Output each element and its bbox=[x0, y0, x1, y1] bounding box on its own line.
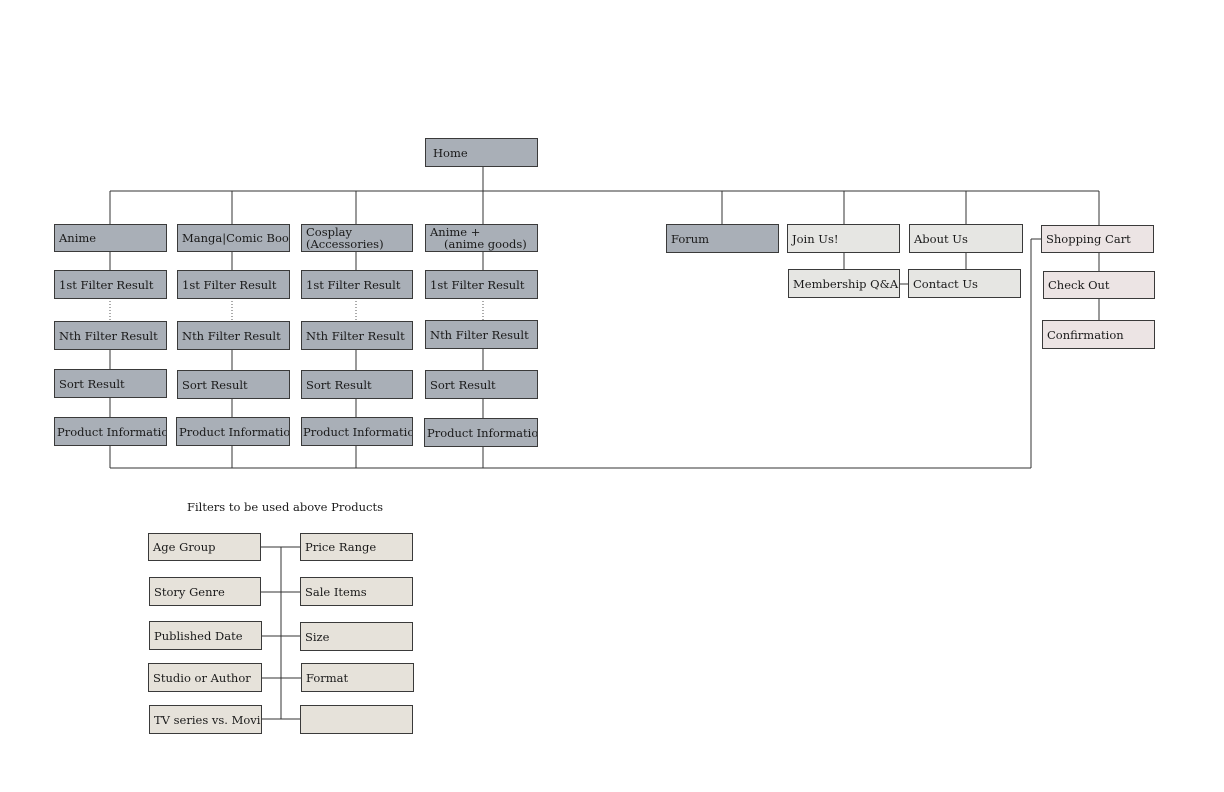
node-label: Product Information bbox=[427, 425, 538, 440]
shopping-cart-node[interactable]: Shopping Cart bbox=[1041, 225, 1154, 253]
node-label: Check Out bbox=[1048, 278, 1110, 292]
node-label-line2: (anime goods) bbox=[444, 237, 527, 251]
node-label: 1st Filter Result bbox=[59, 277, 154, 292]
filter-price-range[interactable]: Price Range bbox=[300, 533, 413, 561]
filter-label: Sale Items bbox=[305, 584, 367, 599]
node-label: Anime bbox=[59, 231, 97, 245]
filter-studio-or-author[interactable]: Studio or Author bbox=[148, 663, 262, 692]
node-label: Shopping Cart bbox=[1046, 232, 1131, 246]
filter-label: Age Group bbox=[153, 540, 216, 554]
filter-label: TV series vs. Movie bbox=[154, 712, 262, 727]
contact-us-node[interactable]: Contact Us bbox=[908, 269, 1021, 298]
membership-qa-node[interactable]: Membership Q&A bbox=[788, 269, 900, 298]
anime-goods-sort-node[interactable]: Sort Result bbox=[425, 370, 538, 399]
filter-label: Size bbox=[305, 629, 330, 644]
node-label: 1st Filter Result bbox=[306, 277, 401, 292]
filter-published-date[interactable]: Published Date bbox=[149, 621, 262, 650]
node-label: Nth Filter Result bbox=[306, 328, 405, 343]
anime-first-filter-node[interactable]: 1st Filter Result bbox=[54, 270, 167, 299]
node-label: Product Information bbox=[303, 424, 413, 439]
manga-node[interactable]: Manga|Comic Books bbox=[177, 224, 290, 252]
about-us-node[interactable]: About Us bbox=[909, 224, 1023, 253]
node-label: Confirmation bbox=[1047, 327, 1124, 342]
filters-caption: Filters to be used above Products bbox=[187, 500, 383, 514]
cosplay-first-filter-node[interactable]: 1st Filter Result bbox=[301, 270, 413, 299]
filter-label: Published Date bbox=[154, 628, 243, 643]
node-label: Forum bbox=[671, 231, 710, 246]
manga-nth-filter-node[interactable]: Nth Filter Result bbox=[177, 321, 290, 350]
node-label-line2: (Accessories) bbox=[306, 237, 384, 251]
node-label: Sort Result bbox=[59, 376, 125, 391]
filter-label: Story Genre bbox=[154, 584, 225, 599]
manga-sort-node[interactable]: Sort Result bbox=[177, 370, 290, 399]
anime-goods-product-info-node[interactable]: Product Information bbox=[424, 418, 538, 447]
anime-sort-node[interactable]: Sort Result bbox=[54, 369, 167, 398]
cosplay-node[interactable]: Cosplay(Accessories) bbox=[301, 224, 413, 252]
node-label: Product Information bbox=[179, 424, 290, 439]
node-label: 1st Filter Result bbox=[430, 277, 525, 292]
anime-node[interactable]: Anime bbox=[54, 224, 167, 252]
cosplay-nth-filter-node[interactable]: Nth Filter Result bbox=[301, 321, 413, 350]
anime-goods-node[interactable]: Anime +(anime goods) bbox=[425, 224, 538, 252]
node-label: Nth Filter Result bbox=[182, 328, 281, 343]
node-label: Sort Result bbox=[306, 377, 372, 392]
filter-empty-slot[interactable] bbox=[300, 705, 413, 734]
manga-product-info-node[interactable]: Product Information bbox=[176, 417, 290, 446]
node-label-line1: Cosplay bbox=[306, 225, 353, 239]
home-label: Home bbox=[433, 145, 468, 160]
node-label: Sort Result bbox=[182, 377, 248, 392]
manga-first-filter-node[interactable]: 1st Filter Result bbox=[177, 270, 290, 299]
cosplay-sort-node[interactable]: Sort Result bbox=[301, 370, 413, 399]
anime-goods-nth-filter-node[interactable]: Nth Filter Result bbox=[425, 320, 538, 349]
anime-nth-filter-node[interactable]: Nth Filter Result bbox=[54, 321, 167, 350]
node-label: Join Us! bbox=[792, 231, 839, 246]
join-us-node[interactable]: Join Us! bbox=[787, 224, 900, 253]
filter-label: Price Range bbox=[305, 540, 377, 554]
confirmation-node[interactable]: Confirmation bbox=[1042, 320, 1155, 349]
node-label-line1: Anime + bbox=[430, 225, 481, 239]
node-label: 1st Filter Result bbox=[182, 277, 277, 292]
filter-tv-series-vs-movie[interactable]: TV series vs. Movie bbox=[149, 705, 262, 734]
home-node[interactable]: Home bbox=[425, 138, 538, 167]
node-label: Manga|Comic Books bbox=[182, 231, 290, 245]
node-label: Product Information bbox=[57, 424, 167, 439]
node-label: Membership Q&A bbox=[793, 276, 899, 291]
node-label: Nth Filter Result bbox=[430, 327, 529, 342]
filter-format[interactable]: Format bbox=[301, 663, 414, 692]
filter-age-group[interactable]: Age Group bbox=[148, 533, 261, 561]
anime-goods-first-filter-node[interactable]: 1st Filter Result bbox=[425, 270, 538, 299]
anime-product-info-node[interactable]: Product Information bbox=[54, 417, 167, 446]
node-label: About Us bbox=[914, 231, 968, 246]
node-label: Contact Us bbox=[913, 276, 978, 291]
filter-label: Format bbox=[306, 670, 349, 685]
filter-sale-items[interactable]: Sale Items bbox=[300, 577, 413, 606]
filter-story-genre[interactable]: Story Genre bbox=[149, 577, 261, 606]
filter-size[interactable]: Size bbox=[300, 622, 413, 651]
forum-node[interactable]: Forum bbox=[666, 224, 779, 253]
check-out-node[interactable]: Check Out bbox=[1043, 271, 1155, 299]
node-label: Sort Result bbox=[430, 377, 496, 392]
filter-label: Studio or Author bbox=[153, 670, 251, 685]
node-label: Nth Filter Result bbox=[59, 328, 158, 343]
cosplay-product-info-node[interactable]: Product Information bbox=[301, 417, 413, 446]
